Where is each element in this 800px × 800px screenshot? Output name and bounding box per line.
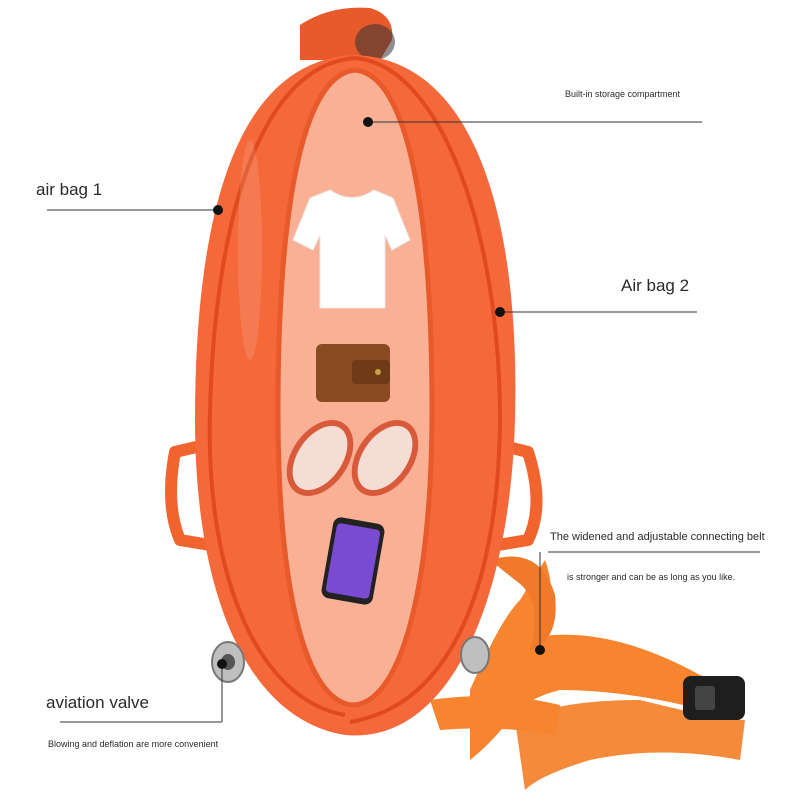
flip-flops-icon [286,420,419,496]
leader-lines [47,117,760,723]
valve-icon [211,636,490,683]
label-belt-line1: The widened and adjustable connecting be… [550,531,765,543]
tshirt-icon [292,189,411,309]
label-valve: aviation valve [46,693,150,712]
label-air-bag-2: Air bag 2 [621,276,690,295]
wallet-icon [316,344,390,402]
label-air-bag-1: air bag 1 [36,180,103,199]
label-valve-note: Blowing and deflation are more convenien… [48,739,219,749]
label-storage: Built-in storage compartment [565,89,681,99]
label-belt-line2: is stronger and can be as long as you li… [567,572,736,582]
buckle-icon [683,676,745,720]
phone-icon [321,517,385,605]
side-handles [165,439,543,551]
